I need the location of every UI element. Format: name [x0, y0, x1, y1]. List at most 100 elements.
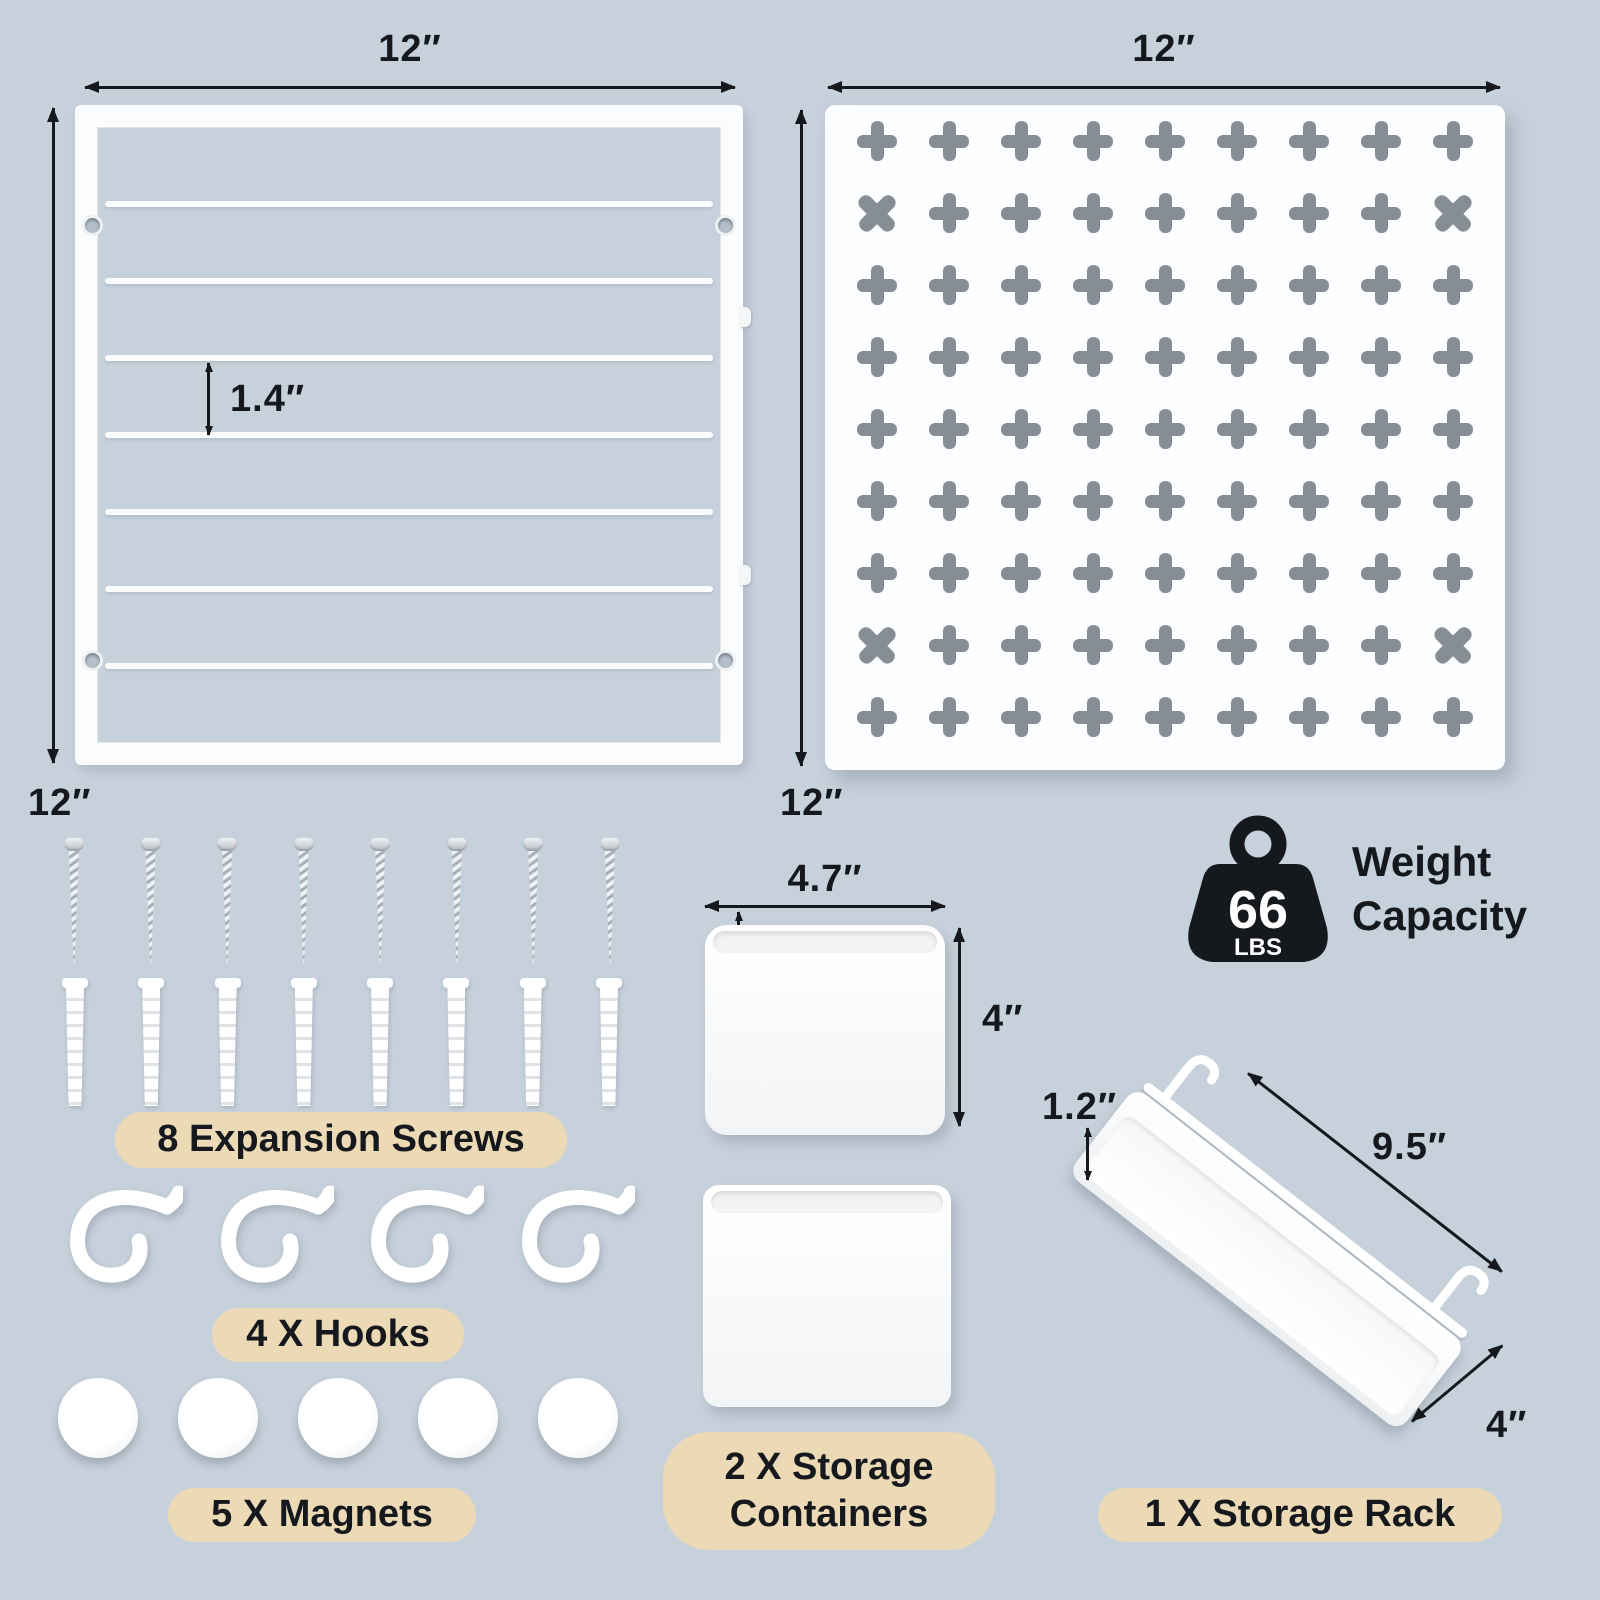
peg-hole	[1145, 625, 1185, 665]
peg-hole	[1361, 553, 1401, 593]
anchor-body	[142, 988, 161, 1106]
screw	[215, 838, 239, 966]
mount-hole	[718, 218, 733, 233]
hooks-text: 4 X Hooks	[246, 1313, 430, 1356]
peg-hole	[1145, 553, 1185, 593]
screw-shaft	[528, 851, 539, 963]
mount-tab	[739, 307, 751, 327]
rack-width-label: 4″	[1486, 1404, 1528, 1446]
peg-hole	[1073, 121, 1113, 161]
expansion-screws-text: 8 Expansion Screws	[157, 1118, 525, 1161]
peg-hole	[857, 697, 897, 737]
peg-hole	[1289, 481, 1329, 521]
peg-hole	[1433, 337, 1473, 377]
screw-head	[523, 838, 544, 851]
peg-hole	[1289, 121, 1329, 161]
peg-hole	[1145, 481, 1185, 521]
magnet	[418, 1378, 498, 1458]
peg-hole	[1073, 337, 1113, 377]
peg-hole	[929, 625, 969, 665]
peg-hole	[929, 553, 969, 593]
peg-hole	[857, 121, 897, 161]
peg-hole	[857, 337, 897, 377]
peg-hole	[1421, 181, 1484, 244]
wall-anchor	[138, 978, 165, 1106]
wall-anchor	[214, 978, 241, 1106]
hook-icon	[371, 1185, 485, 1283]
peg-hole	[1145, 121, 1185, 161]
anchor-body	[523, 988, 542, 1106]
screws-row	[62, 838, 622, 966]
peg-hole	[1433, 409, 1473, 449]
peg-hole	[929, 409, 969, 449]
peg-hole	[1217, 697, 1257, 737]
peg-hole	[1289, 193, 1329, 233]
peg-hole	[1361, 625, 1401, 665]
peg-hole	[857, 481, 897, 521]
peg-hole	[1433, 697, 1473, 737]
peg-hole	[1289, 625, 1329, 665]
peg-hole	[1001, 193, 1041, 233]
magnet	[178, 1378, 258, 1458]
anchor-body	[66, 988, 84, 1106]
rack-length-label: 9.5″	[1372, 1126, 1448, 1168]
peg-hole	[1073, 481, 1113, 521]
peg-hole	[857, 553, 897, 593]
weight-icon: 66 LBS	[1188, 815, 1328, 962]
peg-hole	[1433, 121, 1473, 161]
peg-hole	[929, 265, 969, 305]
pegboard-height-label: 12″	[780, 782, 844, 824]
anchor-collar	[290, 978, 317, 988]
wire	[105, 663, 713, 669]
peg-hole	[1421, 613, 1484, 676]
wire	[105, 432, 713, 438]
magnets-label: 5 X Magnets	[168, 1488, 476, 1542]
wire-panel-width-label: 12″	[378, 28, 442, 70]
peg-hole	[1001, 697, 1041, 737]
screw-shaft	[298, 851, 309, 963]
anchor-body	[294, 988, 313, 1106]
peg-hole	[1145, 265, 1185, 305]
mount-hole	[718, 653, 733, 668]
peg-hole	[1073, 553, 1113, 593]
peg-hole	[1145, 697, 1185, 737]
peg-hole	[1433, 481, 1473, 521]
wire-grid-panel	[75, 105, 751, 765]
screw-head	[64, 838, 84, 851]
peg-hole	[1145, 409, 1185, 449]
peg-hole	[845, 613, 908, 676]
peg-hole	[1145, 337, 1185, 377]
peg-hole	[1289, 553, 1329, 593]
peg-hole	[1073, 265, 1113, 305]
magnet	[298, 1378, 378, 1458]
peg-hole	[1217, 121, 1257, 161]
wall-anchor	[62, 978, 88, 1106]
screw-shaft	[222, 851, 233, 963]
screw-shaft	[145, 851, 156, 963]
rack-label: 1 X Storage Rack	[1098, 1488, 1502, 1542]
peg-hole	[1001, 265, 1041, 305]
peg-hole	[1361, 265, 1401, 305]
rack-hook-icon	[1160, 1055, 1220, 1102]
peg-hole	[929, 337, 969, 377]
peg-hole	[1289, 337, 1329, 377]
storage-container	[703, 1185, 951, 1407]
peg-hole	[857, 265, 897, 305]
screw	[292, 838, 316, 966]
peg-hole	[857, 409, 897, 449]
screw-head	[599, 838, 620, 851]
container-width-label: 4.7″	[787, 858, 863, 900]
weight-caption-line2: Capacity	[1352, 892, 1528, 939]
anchor-body	[599, 988, 618, 1106]
wire	[105, 355, 713, 361]
wall-anchor	[290, 978, 317, 1106]
peg-hole	[1073, 193, 1113, 233]
peg-hole	[929, 193, 969, 233]
peg-hole	[1361, 193, 1401, 233]
hook-icon	[70, 1185, 183, 1283]
magnet	[538, 1378, 618, 1458]
peg-hole	[1145, 193, 1185, 233]
anchor-body	[447, 988, 466, 1106]
rack-text: 1 X Storage Rack	[1144, 1493, 1456, 1536]
peg-hole	[1289, 265, 1329, 305]
